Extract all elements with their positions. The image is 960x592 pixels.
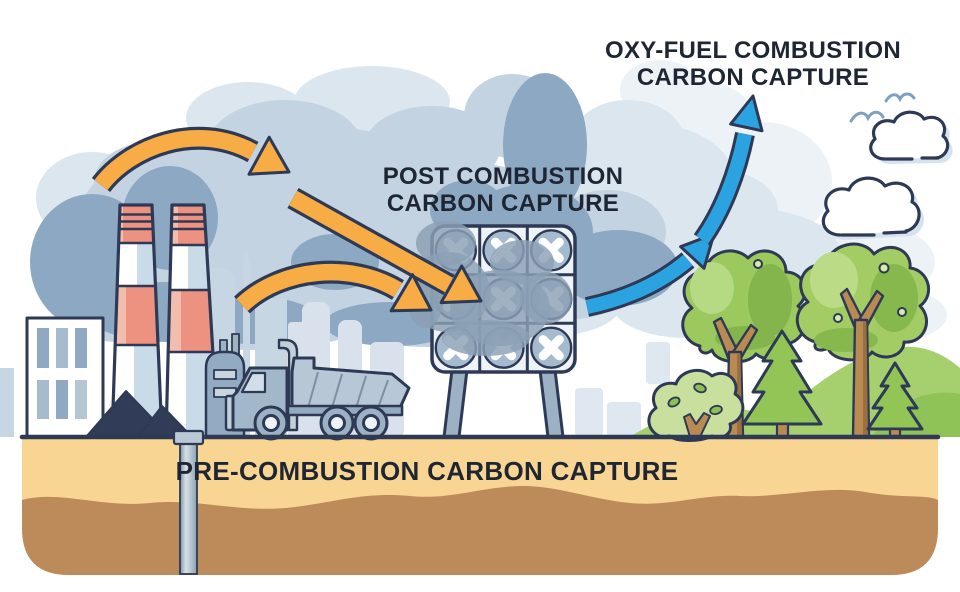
factory	[25, 203, 246, 439]
truck-bed	[290, 356, 411, 412]
factory-building	[25, 316, 105, 439]
unit-leg-right	[538, 368, 565, 439]
truck-wheels	[253, 405, 389, 441]
clouds	[821, 92, 953, 240]
birds	[849, 92, 916, 123]
bird-icon	[849, 110, 885, 123]
label-post-combustion-line1: POST COMBUSTION	[383, 163, 624, 190]
unit-leg-left	[442, 368, 469, 439]
labels: OXY-FUEL COMBUSTION CARBON CAPTURE POST …	[176, 37, 901, 486]
tree-fruits	[753, 259, 907, 323]
forest	[630, 242, 960, 442]
orange-co2-arrows	[91, 126, 483, 314]
tree-deciduous-right	[753, 242, 931, 439]
building-windows	[37, 328, 87, 419]
orange-arrow-top	[91, 126, 291, 193]
cloud-large	[821, 176, 925, 240]
soil-deep-layer	[22, 485, 938, 575]
pine-tree-left	[741, 329, 823, 439]
label-oxy-fuel-line2: CARBON CAPTURE	[637, 64, 869, 91]
bird-icon	[884, 92, 916, 103]
bush	[647, 368, 745, 442]
orange-arrow-bottom	[234, 260, 433, 314]
truck-bed-ribs	[307, 371, 389, 409]
label-oxy-fuel-line1: OXY-FUEL COMBUSTION	[605, 37, 901, 64]
pipe-collar	[172, 429, 205, 446]
injection-pipe	[172, 429, 205, 575]
orange-arrow-middle	[287, 187, 483, 305]
blue-arrow-upper	[693, 94, 764, 246]
truck-window	[240, 371, 267, 394]
label-post-combustion-line2: CARBON CAPTURE	[387, 190, 619, 217]
bush-leaves	[667, 382, 723, 416]
blue-co2-arrows	[584, 94, 764, 317]
cloud-small	[869, 110, 953, 164]
label-pre-combustion: PRE-COMBUSTION CARBON CAPTURE	[176, 456, 679, 486]
dump-truck	[224, 338, 411, 441]
underground-storage	[22, 437, 938, 575]
smokestack-left	[110, 203, 164, 439]
